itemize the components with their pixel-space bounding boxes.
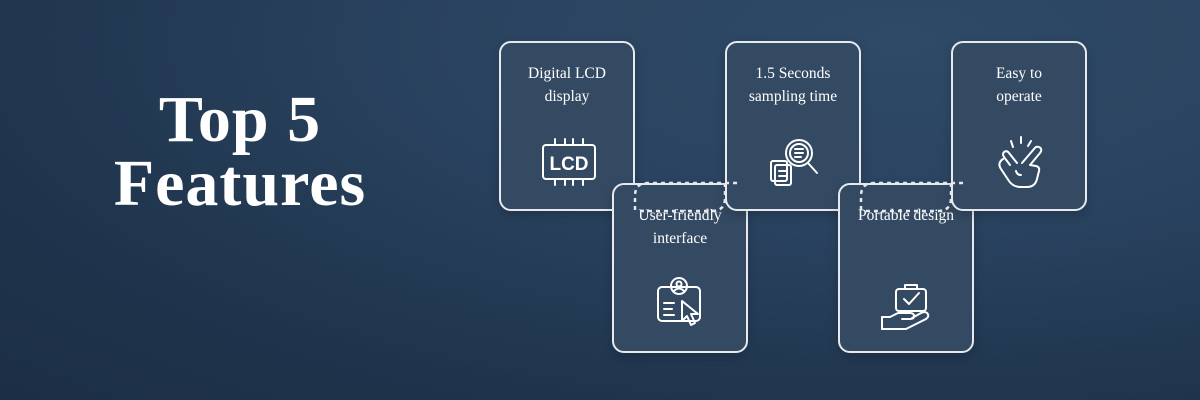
lcd-icon-text: LCD	[549, 154, 588, 175]
headline: Top 5 Features	[60, 83, 420, 220]
feature-card-sampling: 1.5 Seconds sampling time	[725, 41, 861, 211]
feature-label: Easy to operate	[995, 65, 1043, 105]
feature-card-lcd: Digital LCD display LCD	[499, 41, 635, 211]
headline-line-2: Features	[113, 147, 367, 220]
connector-2-3	[610, 183, 727, 213]
portable-case-hand-icon	[881, 284, 930, 330]
connector-3-4	[859, 181, 966, 210]
headline-line-1: Top 5	[158, 83, 322, 156]
finger-snap-icon	[998, 136, 1043, 188]
connector-1-2	[633, 181, 740, 210]
feature-label: 1.5 Seconds sampling time	[748, 65, 838, 105]
document-search-icon	[770, 139, 818, 186]
user-interface-click-icon	[657, 277, 701, 326]
connector-4-5	[836, 183, 953, 213]
feature-card-easy: Easy to operate	[951, 41, 1087, 211]
feature-label: Digital LCD display	[528, 65, 606, 105]
lcd-display-icon: LCD	[542, 138, 596, 186]
